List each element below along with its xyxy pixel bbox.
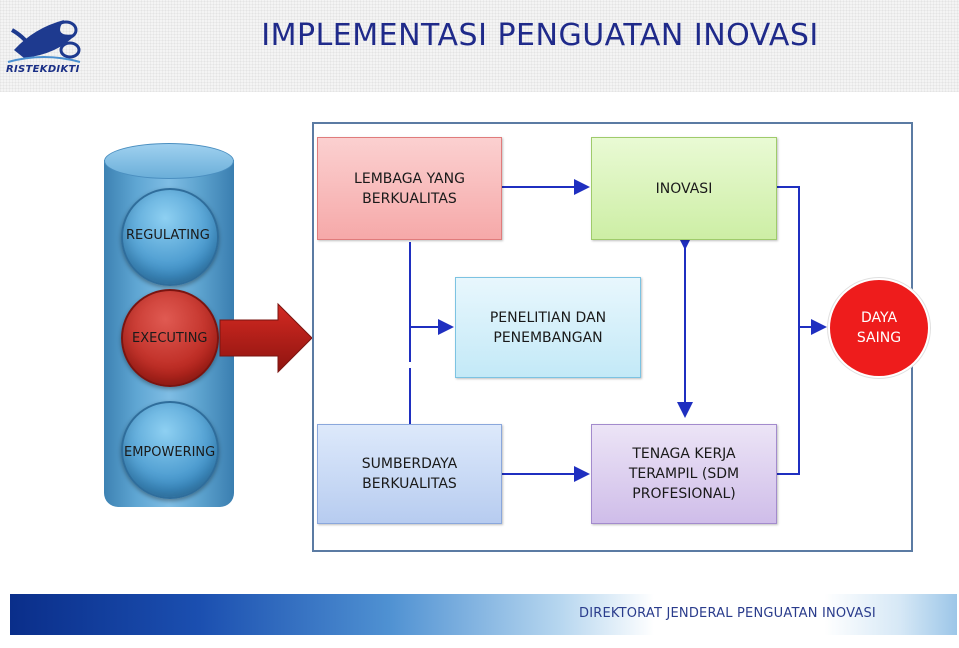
box-inovasi: INOVASI (591, 137, 777, 240)
footer-text: DIREKTORAT JENDERAL PENGUATAN INOVASI (579, 606, 876, 621)
box-tenaga-label: TENAGA KERJA TERAMPIL (SDM PROFESIONAL) (614, 444, 754, 504)
box-sumberdaya-label: SUMBERDAYA BERKUALITAS (345, 454, 475, 494)
box-penelitian-label: PENELITIAN DAN PENEMBANGAN (478, 308, 618, 348)
box-inovasi-label: INOVASI (656, 179, 713, 199)
box-lembaga-label: LEMBAGA YANG BERKUALITAS (340, 169, 480, 209)
box-penelitian: PENELITIAN DAN PENEMBANGAN (455, 277, 641, 378)
box-lembaga: LEMBAGA YANG BERKUALITAS (317, 137, 502, 240)
daya-saing-label: DAYA SAING (849, 308, 909, 348)
box-tenaga: TENAGA KERJA TERAMPIL (SDM PROFESIONAL) (591, 424, 777, 524)
daya-saing-circle: DAYA SAING (828, 278, 930, 378)
box-sumberdaya: SUMBERDAYA BERKUALITAS (317, 424, 502, 524)
